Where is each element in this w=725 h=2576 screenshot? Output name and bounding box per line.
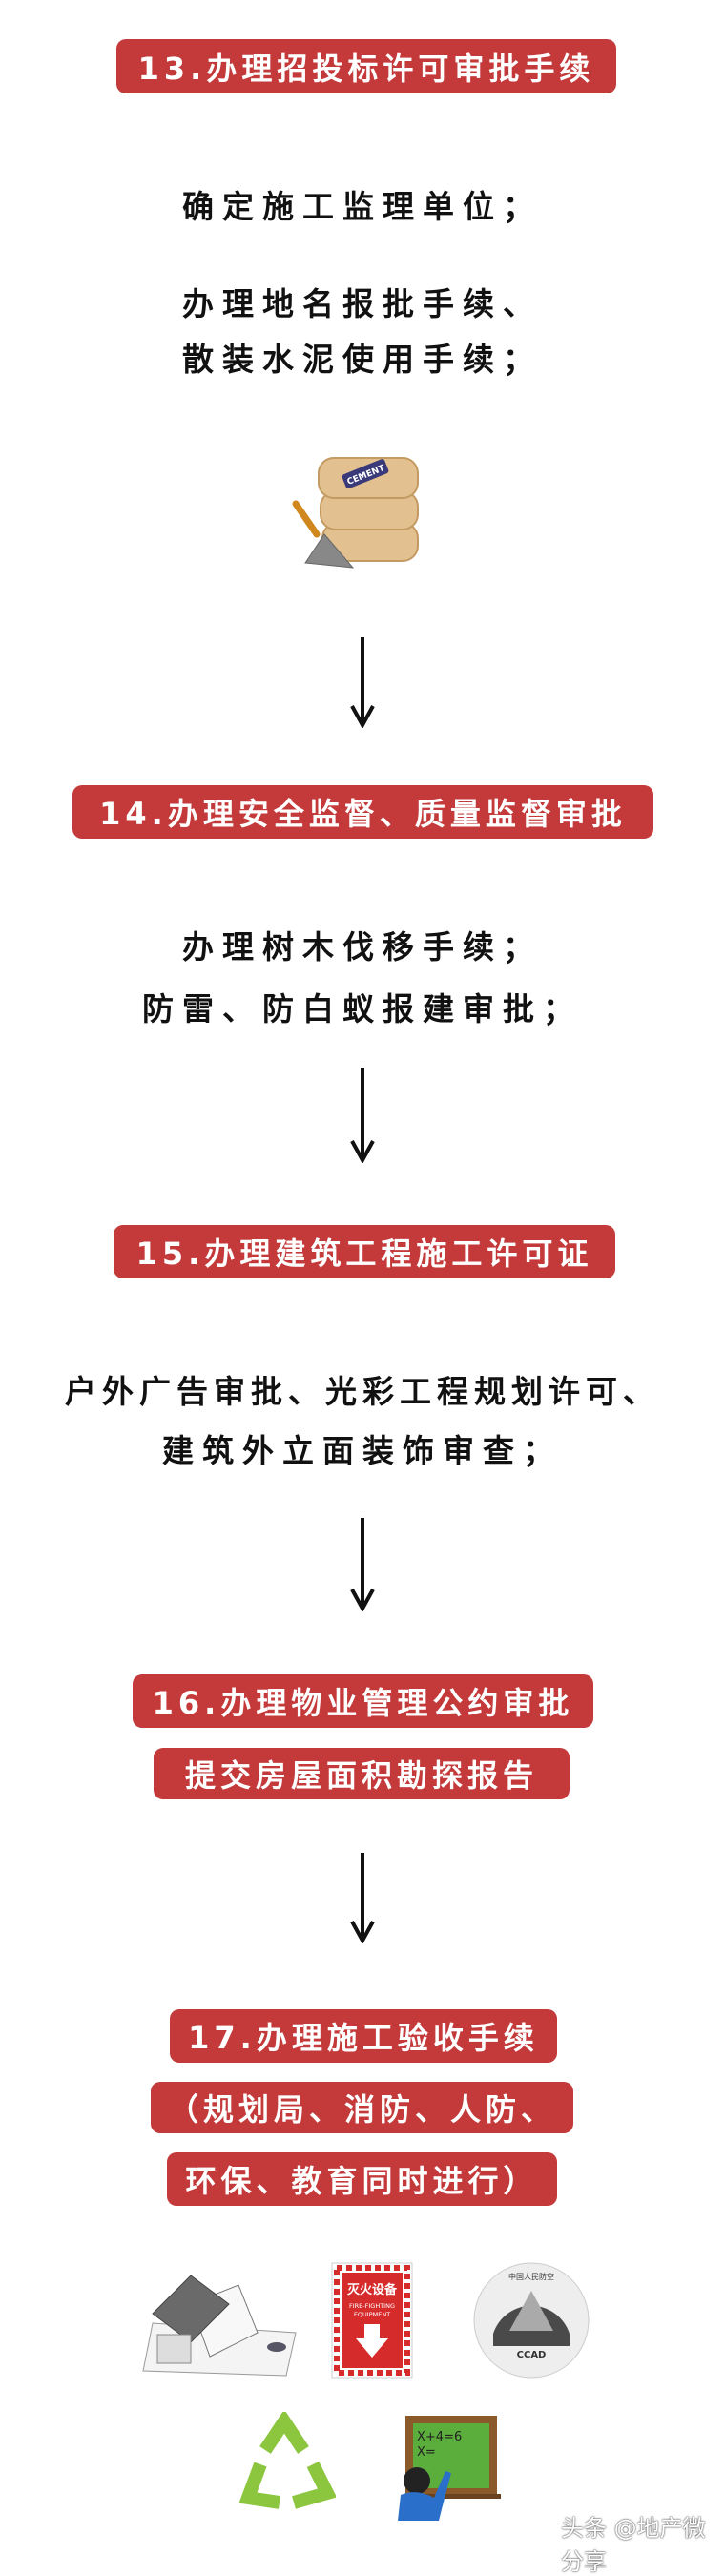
- blackboard-text: X=: [417, 2445, 436, 2460]
- watermark: 头条 @地产微分享: [561, 2515, 706, 2575]
- step-17-title: 17.办理施工验收手续: [170, 2009, 557, 2063]
- ccad-label: CCAD: [517, 2350, 547, 2360]
- step-17-subtitle: （规划局、消防、人防、: [151, 2082, 573, 2133]
- blackboard-student-image: X+4=6 X=: [398, 2416, 501, 2521]
- down-arrow-icon: [350, 1068, 375, 1163]
- step-15-line: 户外广告审批、光彩工程规划许可、: [65, 1373, 660, 1410]
- cement-bags-image: CEMENT: [292, 457, 419, 569]
- ccad-ring-text: 中国人民防空: [508, 2272, 554, 2281]
- step-16-subtitle: 提交房屋面积勘探报告: [154, 1748, 570, 1799]
- civil-air-defense-emblem-image: 中国人民防空 CCAD: [473, 2262, 590, 2379]
- fire-sign-cn: 灭火设备: [346, 2282, 398, 2297]
- down-arrow-icon: [350, 1853, 375, 1943]
- recycle-icon: [238, 2412, 336, 2509]
- step-13-line: 散装水泥使用手续；: [182, 341, 543, 378]
- down-arrow-icon: [350, 637, 375, 728]
- step-14-title: 14.办理安全监督、质量监督审批: [72, 785, 653, 839]
- step-13-title: 13.办理招投标许可审批手续: [116, 39, 616, 93]
- step-14-line: 防雷、防白蚁报建审批；: [142, 990, 583, 1028]
- fire-sign-en: FIRE-FIGHTING: [349, 2302, 395, 2310]
- step-14-line: 办理树木伐移手续；: [182, 928, 543, 966]
- blackboard-text: X+4=6: [417, 2430, 462, 2444]
- fire-sign-en: EQUIPMENT: [354, 2311, 390, 2318]
- step-16-title: 16.办理物业管理公约审批: [133, 1674, 593, 1728]
- step-13-line: 办理地名报批手续、: [182, 285, 543, 322]
- step-13-line: 确定施工监理单位；: [182, 188, 543, 225]
- house-blueprint-image: [142, 2275, 297, 2377]
- step-17-subtitle: 环保、教育同时进行）: [167, 2152, 557, 2206]
- step-15-title: 15.办理建筑工程施工许可证: [114, 1225, 615, 1278]
- step-15-line: 建筑外立面装饰审查；: [162, 1432, 563, 1469]
- down-arrow-icon: [350, 1518, 375, 1611]
- fire-equipment-sign-image: 灭火设备 FIRE-FIGHTING EQUIPMENT: [331, 2262, 413, 2379]
